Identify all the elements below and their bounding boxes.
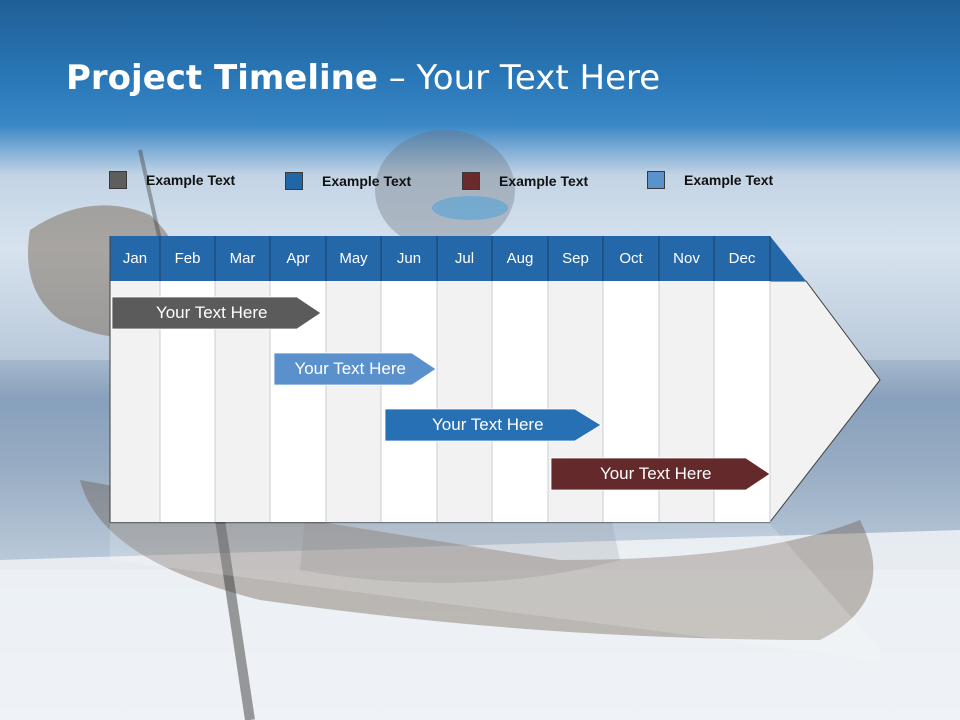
month-label: Aug xyxy=(506,250,534,267)
legend-label: Example Text xyxy=(322,173,412,189)
month-label: Feb xyxy=(174,250,201,267)
month-label: Mar xyxy=(229,250,256,267)
month-label: Oct xyxy=(619,250,643,267)
month-label: Apr xyxy=(286,250,310,267)
task-arrow xyxy=(273,352,437,386)
month-label: Dec xyxy=(728,250,756,267)
month-label: Nov xyxy=(673,250,700,267)
slide-title: Project Timeline – Your Text Here xyxy=(66,58,660,98)
timeline-reflection xyxy=(110,524,880,660)
title-bar: Project Timeline – Your Text Here xyxy=(0,0,960,128)
task-arrow xyxy=(550,457,771,491)
title-rest-text: – Your Text Here xyxy=(377,58,661,98)
month-label: Jun xyxy=(396,250,422,267)
task-label: Your Text Here xyxy=(432,415,544,434)
task-label: Your Text Here xyxy=(294,359,406,378)
month-label: Sep xyxy=(562,250,589,267)
legend-swatch xyxy=(462,172,480,190)
legend-swatch xyxy=(109,171,127,189)
month-label: Jul xyxy=(454,250,475,267)
legend-swatch xyxy=(647,171,665,189)
month-label: Jan xyxy=(122,250,148,267)
legend-label: Example Text xyxy=(684,172,774,188)
month-column xyxy=(381,281,437,522)
legend-label: Example Text xyxy=(146,172,236,188)
task-label: Your Text Here xyxy=(155,303,268,322)
task-arrow xyxy=(111,296,322,330)
month-column xyxy=(437,281,492,522)
timeline-header-band xyxy=(110,236,806,281)
task-arrow xyxy=(384,408,602,442)
legend-label: Example Text xyxy=(499,173,589,189)
task-label: Your Text Here xyxy=(599,464,712,483)
legend-swatch xyxy=(285,172,303,190)
month-column xyxy=(492,281,548,522)
month-column xyxy=(326,281,381,522)
month-label: May xyxy=(339,250,368,267)
title-bold-text: Project Timeline xyxy=(66,58,378,98)
